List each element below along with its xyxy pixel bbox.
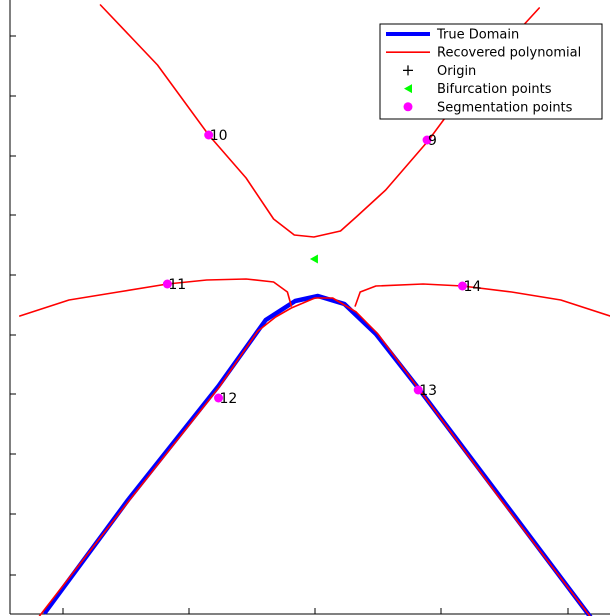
legend-label-2: Origin [437, 64, 476, 79]
series-curve-0 [43, 293, 593, 616]
series-curve-3 [19, 278, 293, 317]
segmentation-label-11: 11 [168, 277, 186, 293]
legend-swatch-origin [403, 65, 413, 76]
segmentation-point-9 [422, 135, 432, 145]
segmentation-point-12 [214, 393, 224, 403]
segmentation-label-14: 14 [463, 279, 481, 295]
series-curve-1 [38, 297, 591, 616]
segmentation-label-10: 10 [210, 128, 228, 144]
segmentation-label-12: 12 [220, 391, 238, 407]
legend-box [379, 23, 603, 120]
segmentation-label-9: 9 [428, 133, 437, 149]
legend-label-4: Segmentation points [437, 100, 573, 115]
bifurcation-point-0 [309, 254, 318, 264]
segmentation-point-13 [413, 385, 423, 395]
legend-label-0: True Domain [436, 28, 519, 43]
legend-swatch-bifurcation [404, 84, 412, 94]
legend-label-1: Recovered polynomial [437, 46, 581, 61]
segmentation-point-14 [457, 281, 467, 291]
axes-frame [9, 0, 610, 615]
segmentation-point-10 [204, 130, 214, 140]
legend-label-3: Bifurcation points [437, 82, 552, 97]
series-curve-4 [354, 283, 610, 317]
segmentation-point-11 [162, 279, 172, 289]
segmentation-label-13: 13 [419, 383, 437, 399]
legend-swatch-segmentation [403, 102, 413, 112]
markers-layer: 9 10 11 12 13 14 [162, 128, 481, 407]
